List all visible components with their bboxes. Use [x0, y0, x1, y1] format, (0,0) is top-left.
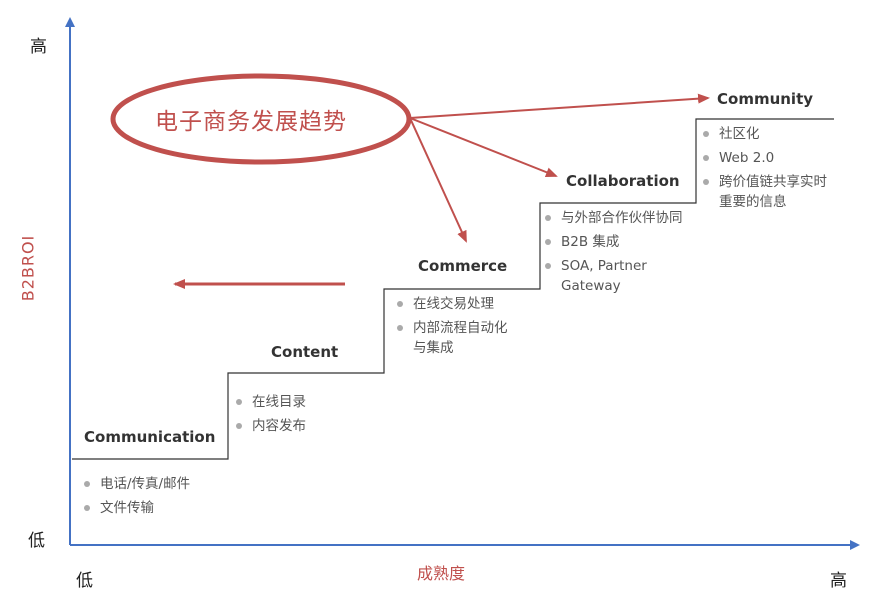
stage-items-communication: 电话/传真/邮件 文件传输 [84, 474, 190, 522]
y-axis-low-label: 低 [28, 531, 45, 551]
list-item: SOA, Partner Gateway [545, 256, 683, 296]
stage-title-content: Content [271, 343, 339, 361]
maturity-staircase [72, 118, 834, 460]
arrow-to-community [409, 93, 710, 119]
list-item: Web 2.0 [703, 148, 827, 168]
list-item: 与外部合作伙伴协同 [545, 208, 683, 228]
list-item: 内部流程自动化 与集成 [397, 318, 508, 358]
arrow-to-commerce [409, 117, 467, 243]
bullet-icon [703, 155, 709, 161]
arrow-to-collaboration [409, 117, 558, 177]
stage-title-community: Community [717, 90, 814, 108]
list-item: 跨价值链共享实时 重要的信息 [703, 172, 827, 212]
bullet-icon [545, 215, 551, 221]
x-axis-low-label: 低 [76, 571, 93, 591]
bullet-icon [397, 325, 403, 331]
list-item: B2B 集成 [545, 232, 683, 252]
list-item: 社区化 [703, 124, 827, 144]
list-item: 内容发布 [236, 416, 306, 436]
stage-title-communication: Communication [84, 428, 216, 446]
y-axis-high-label: 高 [30, 37, 47, 57]
title-ellipse [110, 73, 412, 165]
stage-title-collaboration: Collaboration [566, 172, 680, 190]
list-item: 文件传输 [84, 498, 190, 518]
bullet-icon [236, 399, 242, 405]
list-item: 在线交易处理 [397, 294, 508, 314]
stage-items-collaboration: 与外部合作伙伴协同 B2B 集成 SOA, Partner Gateway [545, 208, 683, 300]
bullet-icon [236, 423, 242, 429]
bullet-icon [703, 131, 709, 137]
bullet-icon [84, 481, 90, 487]
list-item: 在线目录 [236, 392, 306, 412]
y-axis-title: B2BROI [18, 234, 38, 302]
stage-items-commerce: 在线交易处理 内部流程自动化 与集成 [397, 294, 508, 362]
list-item: 电话/传真/邮件 [84, 474, 190, 494]
stage-items-content: 在线目录 内容发布 [236, 392, 306, 440]
bullet-icon [84, 505, 90, 511]
bullet-icon [703, 179, 709, 185]
stage-items-community: 社区化 Web 2.0 跨价值链共享实时 重要的信息 [703, 124, 827, 216]
bullet-icon [545, 263, 551, 269]
bullet-icon [397, 301, 403, 307]
bullet-icon [545, 239, 551, 245]
x-axis-high-label: 高 [830, 571, 847, 591]
stage-title-commerce: Commerce [418, 257, 508, 275]
diagram-title: 电子商务发展趋势 [155, 109, 347, 135]
x-axis-title: 成熟度 [417, 564, 466, 583]
